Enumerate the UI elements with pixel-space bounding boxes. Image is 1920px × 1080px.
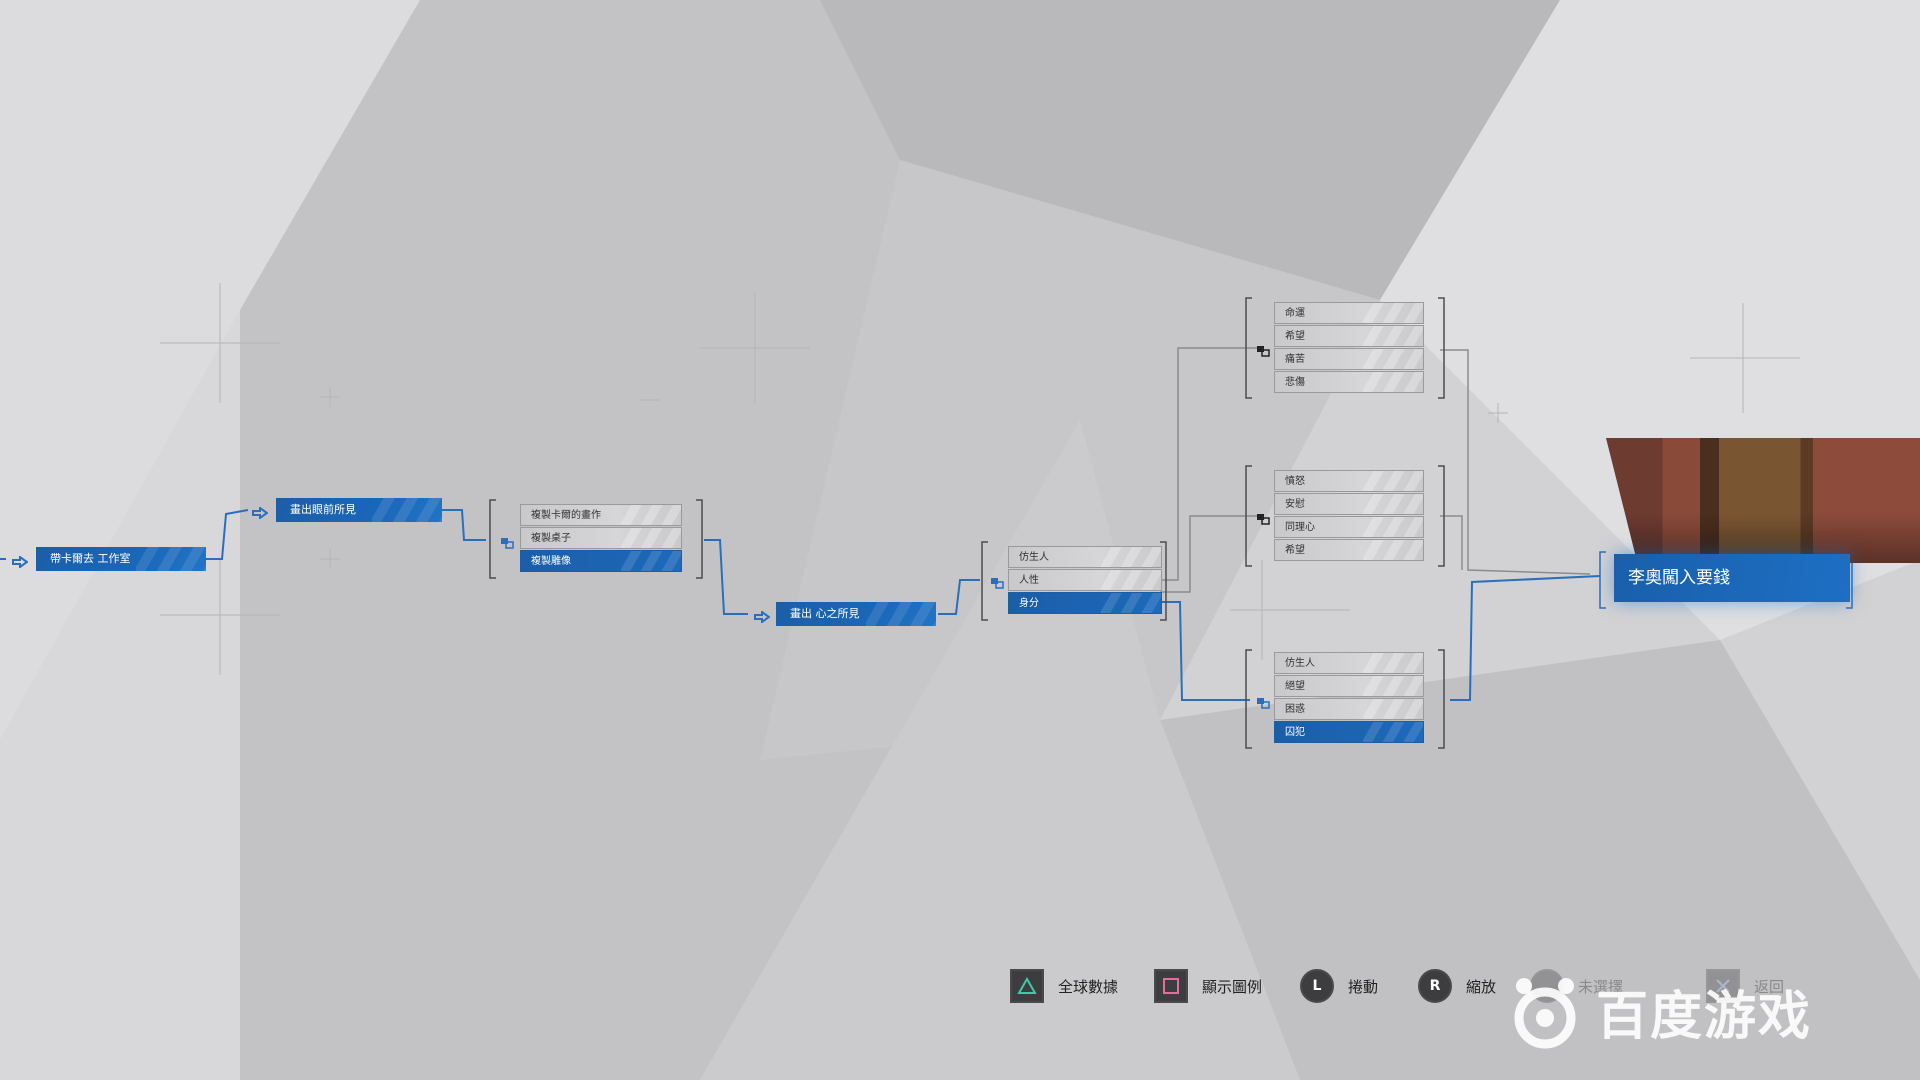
choice-option[interactable]: 希望 <box>1274 325 1424 347</box>
back-button[interactable]: 返回 <box>1706 966 1784 1006</box>
branch-icon <box>990 574 1004 589</box>
choice-option[interactable]: 同理心 <box>1274 516 1424 538</box>
branch-icon <box>1256 694 1270 709</box>
choice-group-3c: 仿生人 絕望 困惑 囚犯 <box>1274 652 1424 744</box>
global-stats-button[interactable]: 全球數據 <box>1010 966 1118 1006</box>
arrow-icon <box>252 504 269 520</box>
watermark-text: 百度游戏 <box>1596 986 1813 1047</box>
chain-node-3[interactable]: 畫出 心之所見 <box>776 602 936 626</box>
branch-icon <box>500 534 514 549</box>
choice-option[interactable]: 仿生人 <box>1008 546 1162 568</box>
choice-group-2: 仿生人 人性 身分 <box>1008 546 1162 615</box>
right-stick-icon: R <box>1418 969 1452 1003</box>
triangle-icon <box>1010 969 1044 1003</box>
branch-icon <box>1256 342 1270 357</box>
square-icon <box>1154 969 1188 1003</box>
chain-node-2[interactable]: 畫出眼前所見 <box>276 498 442 522</box>
watermark: 百度游戏 <box>1500 966 1900 1056</box>
ending-node[interactable]: 李奧闖入要錢 <box>1606 438 1920 628</box>
choice-option[interactable]: 痛苦 <box>1274 348 1424 370</box>
arrow-icon <box>12 553 29 569</box>
arrow-icon <box>754 608 771 624</box>
choice-option-selected[interactable]: 囚犯 <box>1274 721 1424 743</box>
choice-option[interactable]: 複製卡爾的畫作 <box>520 504 682 526</box>
choice-option[interactable]: 仿生人 <box>1274 652 1424 674</box>
chain-node-1[interactable]: 帶卡爾去 工作室 <box>36 547 206 571</box>
control-label: 返回 <box>1754 977 1785 996</box>
control-label: 全球數據 <box>1058 977 1119 996</box>
choice-option[interactable]: 悲傷 <box>1274 371 1424 393</box>
choice-option[interactable]: 安慰 <box>1274 493 1424 515</box>
choice-option[interactable]: 憤怒 <box>1274 470 1424 492</box>
show-legend-button[interactable]: 顯示圖例 <box>1154 966 1262 1006</box>
choice-option[interactable]: 人性 <box>1008 569 1162 591</box>
ending-label: 李奧闖入要錢 <box>1614 554 1850 602</box>
zoom-button[interactable]: R 縮放 <box>1418 966 1496 1006</box>
scroll-button[interactable]: L 捲動 <box>1300 966 1378 1006</box>
left-stick-icon: L <box>1300 969 1334 1003</box>
choice-option[interactable]: 希望 <box>1274 539 1424 561</box>
cross-icon <box>1706 969 1740 1003</box>
branch-icon <box>1256 510 1270 525</box>
choice-option[interactable]: 困惑 <box>1274 698 1424 720</box>
choice-group-1: 複製卡爾的畫作 複製桌子 複製雕像 <box>520 504 682 573</box>
control-label: 捲動 <box>1348 977 1379 996</box>
paw-logo-icon <box>1514 978 1576 1049</box>
control-label: 縮放 <box>1466 977 1497 996</box>
control-label: 顯示圖例 <box>1202 977 1263 996</box>
ending-thumbnail <box>1606 438 1920 563</box>
choice-option[interactable]: 複製桌子 <box>520 527 682 549</box>
choice-option[interactable]: 絕望 <box>1274 675 1424 697</box>
choice-option[interactable]: 命運 <box>1274 302 1424 324</box>
choice-group-3a: 命運 希望 痛苦 悲傷 <box>1274 302 1424 394</box>
control-label: 未選擇 <box>1578 977 1624 996</box>
choice-group-3b: 憤怒 安慰 同理心 希望 <box>1274 470 1424 562</box>
choice-option-selected[interactable]: 複製雕像 <box>520 550 682 572</box>
choice-option-selected[interactable]: 身分 <box>1008 592 1162 614</box>
